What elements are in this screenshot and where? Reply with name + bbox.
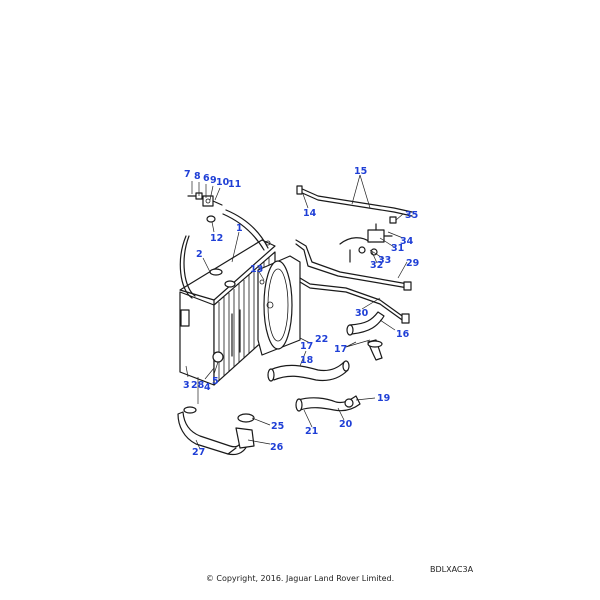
callout-4: 4	[204, 382, 211, 393]
bottom-hose	[177, 406, 255, 456]
callout-27: 27	[192, 447, 205, 458]
callout-33: 33	[378, 255, 391, 266]
diagram-code: BDLXAC3A	[430, 565, 474, 574]
callout-13: 13	[250, 264, 263, 275]
callout-21: 21	[305, 426, 318, 437]
hose-upper-right	[346, 311, 385, 361]
expansion-hoses	[179, 185, 413, 299]
callout-18: 18	[300, 355, 314, 366]
callout-12: 12	[210, 233, 223, 244]
callout-19: 19	[377, 393, 390, 404]
callout-29: 29	[406, 258, 419, 269]
callout-5: 5	[212, 376, 219, 387]
callout-2: 2	[196, 249, 203, 260]
callout-3: 3	[183, 380, 190, 391]
heater-pipes	[295, 237, 412, 324]
callout-16: 16	[396, 329, 410, 340]
callout-1: 1	[236, 223, 243, 234]
callout-9: 9	[210, 175, 217, 186]
callout-6: 6	[203, 173, 210, 184]
callout-8: 8	[194, 171, 201, 182]
leader-lines	[185, 174, 408, 450]
callout-31: 31	[391, 243, 404, 254]
hose-18	[267, 360, 350, 382]
callout-15: 15	[354, 166, 367, 177]
fan-cowl	[231, 255, 301, 357]
callout-28: 28	[191, 380, 205, 391]
callout-22: 22	[315, 334, 328, 345]
callout-14: 14	[303, 208, 317, 219]
bleed-fitting	[187, 192, 223, 223]
callout-17a: 17	[334, 344, 347, 355]
callout-25: 25	[271, 421, 284, 432]
callout-30: 30	[355, 308, 369, 319]
callout-10: 10	[216, 177, 230, 188]
callouts: 1 2 3 4 5 6 7 8 9 10 11 12 13 14 15 16 1…	[183, 166, 419, 458]
valve-assembly	[358, 216, 397, 256]
callout-32: 32	[370, 260, 383, 271]
callout-26: 26	[270, 442, 284, 453]
copyright-notice: © Copyright, 2016. Jaguar Land Rover Lim…	[205, 574, 395, 583]
callout-34: 34	[400, 236, 414, 247]
callout-7: 7	[184, 169, 191, 180]
callout-35: 35	[405, 210, 418, 221]
callout-20: 20	[339, 419, 353, 430]
hose-20	[295, 395, 361, 412]
callout-11: 11	[228, 179, 241, 190]
callout-17b: 17	[300, 341, 313, 352]
